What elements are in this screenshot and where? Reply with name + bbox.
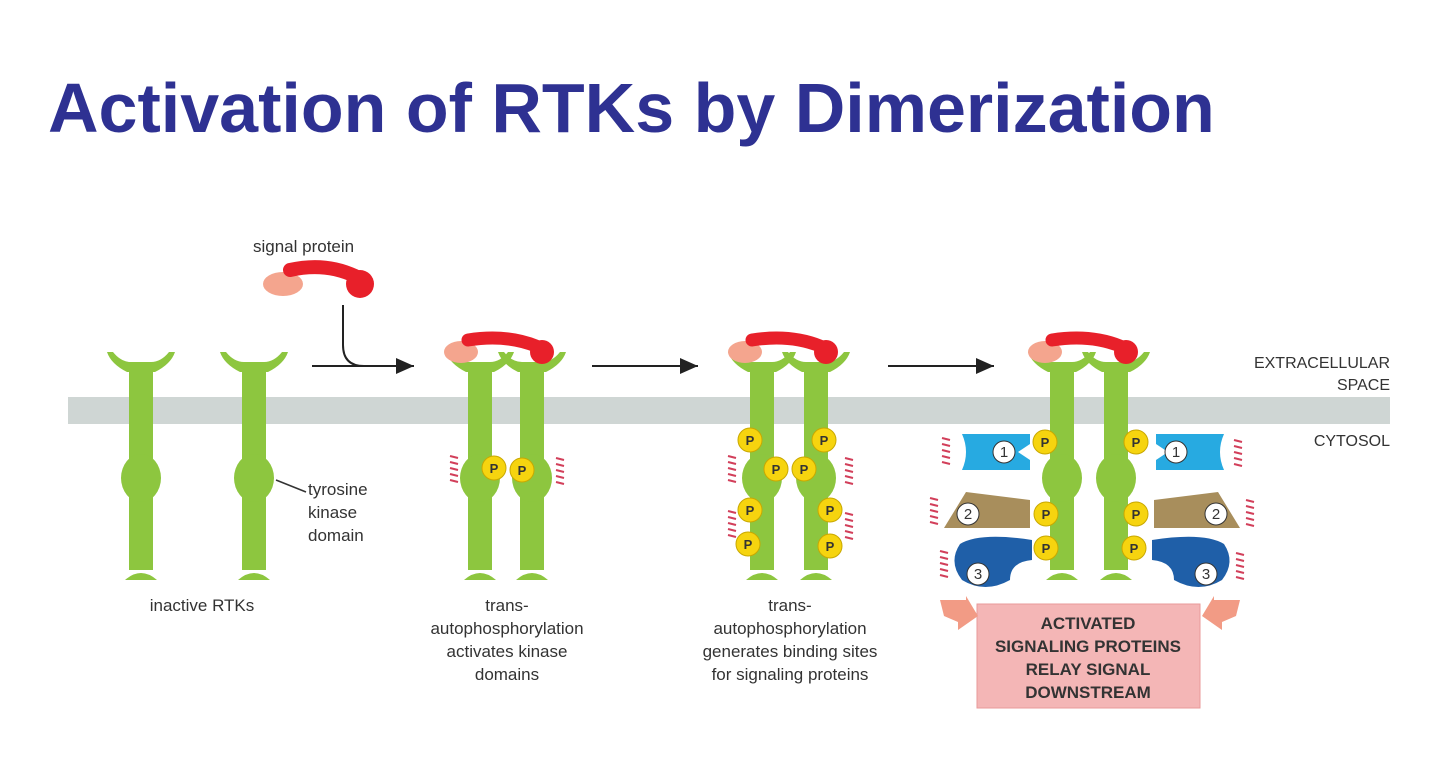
receptor-left <box>107 352 175 580</box>
step2-caption-4: domains <box>475 665 539 684</box>
signaling-protein-2-left: 2 <box>944 492 1030 528</box>
svg-text:P: P <box>1130 541 1139 556</box>
step2-caption-3: activates kinase <box>447 642 568 661</box>
number-label: 1 <box>1172 444 1180 461</box>
cell-membrane <box>68 397 1390 424</box>
binding-site-dashes <box>939 550 949 578</box>
binding-site-dashes <box>844 512 854 540</box>
svg-text:P: P <box>1132 435 1141 450</box>
extracellular-label-2: SPACE <box>1337 377 1390 394</box>
phosphate-icon: P <box>735 531 761 557</box>
svg-text:P: P <box>744 537 753 552</box>
extracellular-label-1: EXTRACELLULAR <box>1254 355 1390 372</box>
signal-protein <box>263 260 374 298</box>
phosphate-icon: P <box>509 457 535 483</box>
receptor-left <box>1028 352 1096 580</box>
binding-site-dashes <box>1233 439 1243 467</box>
cytosol-label: CYTOSOL <box>1314 433 1390 450</box>
kinase-pointer-line <box>275 479 307 493</box>
signaling-protein-3-left: 3 <box>954 536 1032 587</box>
binding-site-dashes <box>727 455 737 483</box>
phosphate-icon: P <box>791 456 817 482</box>
number-label: 2 <box>1212 506 1220 523</box>
phosphate-icon: P <box>737 497 763 523</box>
phosphate-icon: P <box>817 497 843 523</box>
svg-text:P: P <box>518 463 527 478</box>
kinase-label: kinase <box>308 503 357 522</box>
page-title: Activation of RTKs by Dimerization <box>48 69 1215 147</box>
tyrosine-label: tyrosine <box>308 480 368 499</box>
number-label: 3 <box>974 566 982 583</box>
svg-text:P: P <box>826 539 835 554</box>
signal-arrow <box>342 305 365 367</box>
step2-caption-1: trans- <box>485 596 528 615</box>
bound-signal-protein <box>444 331 554 364</box>
phosphate-icon: P <box>817 533 843 559</box>
binding-site-dashes <box>449 455 459 483</box>
inactive-label: inactive RTKs <box>150 596 255 615</box>
step3-caption-4: for signaling proteins <box>712 665 869 684</box>
phosphate-icon: P <box>1032 429 1058 455</box>
phosphate-icon: P <box>1123 501 1149 527</box>
svg-text:P: P <box>800 462 809 477</box>
inactive-receptors <box>107 352 288 580</box>
box-line-1: ACTIVATED <box>1041 614 1136 633</box>
box-line-4: DOWNSTREAM <box>1025 683 1151 702</box>
box-line-2: SIGNALING PROTEINS <box>995 637 1181 656</box>
phosphate-icon: P <box>481 455 507 481</box>
number-label: 1 <box>1000 444 1008 461</box>
receptor-right <box>498 352 566 580</box>
signaling-protein-1-left: 1 <box>962 434 1030 470</box>
bound-signal-protein <box>1028 331 1138 364</box>
phosphate-icon: P <box>1123 429 1149 455</box>
svg-text:P: P <box>826 503 835 518</box>
svg-text:P: P <box>746 503 755 518</box>
phosphate-icon: P <box>811 427 837 453</box>
binding-site-dashes <box>941 437 951 465</box>
phosphate-icon: P <box>1121 535 1147 561</box>
receptor-dimer-step4: P P P P P P 1 1 2 2 3 3 <box>929 331 1255 587</box>
domain-label: domain <box>308 526 364 545</box>
box-line-3: RELAY SIGNAL <box>1026 660 1151 679</box>
phosphate-icon: P <box>1033 535 1059 561</box>
number-label: 2 <box>964 506 972 523</box>
step2-caption-2: autophosphorylation <box>430 619 583 638</box>
binding-site-dashes <box>1245 499 1255 527</box>
binding-site-dashes <box>844 457 854 485</box>
step3-caption-3: generates binding sites <box>703 642 878 661</box>
svg-text:P: P <box>772 462 781 477</box>
output-arrow-left <box>940 596 978 630</box>
signaling-protein-1-right: 1 <box>1156 434 1224 470</box>
svg-text:P: P <box>1041 435 1050 450</box>
receptor-right <box>220 352 288 580</box>
svg-text:P: P <box>820 433 829 448</box>
svg-text:P: P <box>1132 507 1141 522</box>
receptor-right <box>1082 352 1150 580</box>
signaling-protein-2-right: 2 <box>1154 492 1240 528</box>
phosphate-icon: P <box>737 427 763 453</box>
phosphate-icon: P <box>1033 501 1059 527</box>
svg-text:P: P <box>746 433 755 448</box>
phosphate-icon: P <box>763 456 789 482</box>
step3-caption-1: trans- <box>768 596 811 615</box>
svg-text:P: P <box>490 461 499 476</box>
step3-caption-2: autophosphorylation <box>713 619 866 638</box>
binding-site-dashes <box>929 497 939 525</box>
signaling-protein-3-right: 3 <box>1152 536 1230 587</box>
number-label: 3 <box>1202 566 1210 583</box>
output-arrow-right <box>1202 596 1240 630</box>
activated-box <box>976 603 1201 709</box>
svg-text:P: P <box>1042 541 1051 556</box>
signal-protein-label: signal protein <box>253 237 354 256</box>
bound-signal-protein <box>728 331 838 364</box>
binding-site-dashes <box>555 457 565 485</box>
binding-site-dashes <box>727 510 737 538</box>
binding-site-dashes <box>1235 552 1245 580</box>
svg-text:P: P <box>1042 507 1051 522</box>
